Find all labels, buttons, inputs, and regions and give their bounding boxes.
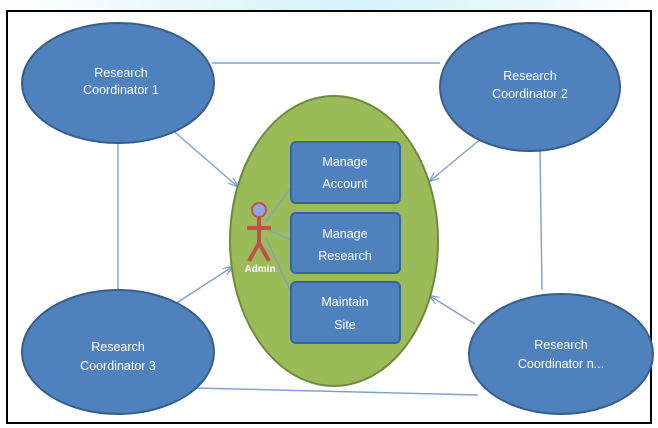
arrow-cn-system — [430, 296, 476, 325]
function-manage-account: Manage Account — [290, 141, 401, 204]
coordinator-3-label-line1: Research — [91, 340, 145, 354]
coordinator-2-label-line1: Research — [503, 69, 557, 83]
maintain-site-label-line1: Maintain — [321, 295, 368, 309]
actor-function-links — [265, 186, 292, 293]
manage-account-label-line2: Account — [322, 177, 368, 191]
coordinator-links — [117, 62, 543, 396]
coordinator-n-label-line1: Research — [534, 338, 588, 352]
coordinator-node-n: Research Coordinator n... — [468, 293, 654, 415]
link-c2-cn — [539, 149, 543, 291]
manage-research-label-line2: Research — [318, 249, 372, 263]
manage-account-label-line1: Manage — [322, 155, 367, 169]
coordinator-node-3: Research Coordinator 3 — [21, 289, 215, 415]
coordinator-1-label-line1: Research — [94, 66, 148, 80]
top-decorative-strip — [0, 0, 658, 10]
admin-actor-icon — [247, 202, 271, 262]
manage-research-label-line1: Manage — [322, 227, 367, 241]
maintain-site-label-line2: Site — [334, 318, 356, 332]
coordinator-3-label-line2: Coordinator 3 — [80, 359, 156, 373]
function-maintain-site: Maintain Site — [290, 281, 401, 344]
function-manage-research: Manage Research — [290, 212, 401, 274]
coordinator-1-label-line2: Coordinator 1 — [83, 83, 159, 97]
coordinator-2-label-line2: Coordinator 2 — [492, 87, 568, 101]
coordinator-n-label-line2: Coordinator n... — [518, 357, 604, 371]
coordinator-node-2: Research Coordinator 2 — [439, 22, 621, 152]
link-c3-cn — [194, 387, 479, 396]
coordinator-node-1: Research Coordinator 1 — [21, 22, 215, 144]
arrow-c1-system — [169, 127, 237, 186]
admin-actor-label: Admin — [244, 264, 275, 275]
arrow-c3-system — [174, 267, 232, 305]
